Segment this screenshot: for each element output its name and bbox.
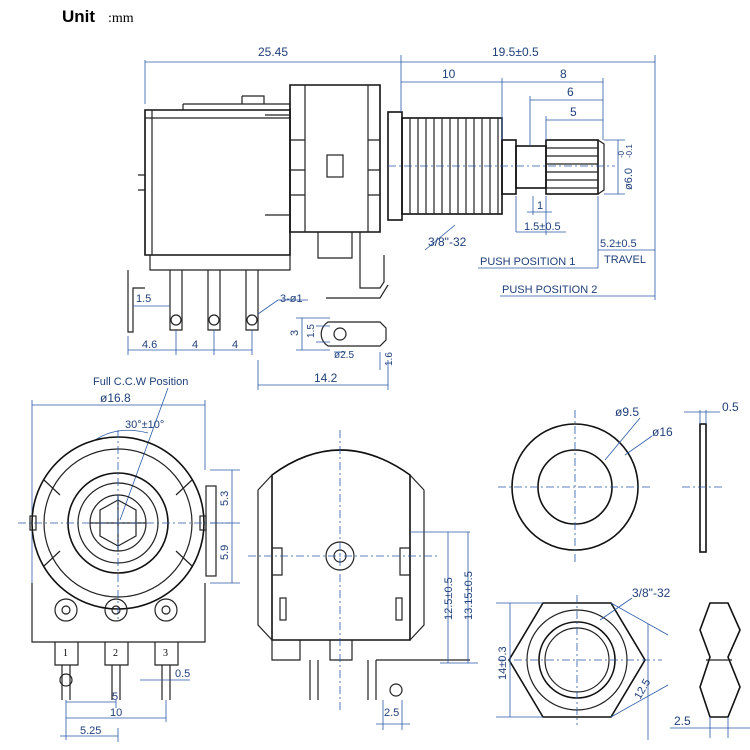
push-position-2: PUSH POSITION 2 bbox=[502, 284, 597, 296]
front-view: Full C.C.W Position ø16.8 30°±10° 1 2 3 … bbox=[18, 376, 240, 742]
dim-shaft-dia: ø6.0 bbox=[623, 168, 635, 190]
dim-shaft-tol-bottom: -0.1 bbox=[625, 144, 634, 158]
dim-10: 10 bbox=[110, 707, 122, 719]
dim-overall-body: 25.45 bbox=[258, 45, 288, 59]
dim-1315: 13.15±0.5 bbox=[463, 571, 475, 620]
nut-thickness: 2.5 bbox=[674, 714, 691, 728]
dim-lug-15: 1.5 bbox=[306, 324, 317, 338]
dim-pin-start: 1.5 bbox=[136, 293, 151, 305]
travel-label: TRAVEL bbox=[604, 254, 646, 266]
nut-thread: 3/8"-32 bbox=[632, 586, 671, 600]
nut-flats: 12.5 bbox=[632, 677, 653, 702]
dim-5: 5 bbox=[112, 691, 118, 703]
dim-pin-holes: 3-ø1 bbox=[280, 293, 303, 305]
washer-outer: ø16 bbox=[652, 425, 673, 439]
dim-8: 8 bbox=[560, 67, 567, 81]
dim-knurl-offset: 1.5±0.5 bbox=[524, 221, 561, 233]
dim-thread: 3/8"-32 bbox=[428, 235, 467, 249]
rear-view: 12.5±0.5 13.15±0.5 2.5 bbox=[248, 430, 478, 730]
unit-value: :mm bbox=[108, 11, 134, 26]
washer: ø9.5 ø16 0.5 bbox=[498, 400, 739, 565]
pin-2: 2 bbox=[113, 648, 118, 659]
dim-angle: 30°±10° bbox=[125, 419, 164, 431]
dim-pitch-46: 4.6 bbox=[142, 339, 157, 351]
push-position-1: PUSH POSITION 1 bbox=[480, 256, 575, 268]
dim-lug-hole: ø2.5 bbox=[334, 350, 354, 361]
dim-1: 1 bbox=[537, 200, 543, 212]
dim-bushing: 10 bbox=[442, 67, 456, 81]
dim-lug-reach: 14.2 bbox=[314, 371, 338, 385]
nut: 3/8"-32 14±0.3 12.5 2.5 bbox=[496, 586, 750, 740]
dim-lug-16: 1.6 bbox=[384, 352, 395, 366]
dim-05: 0.5 bbox=[175, 668, 190, 680]
dim-shaft-tol-top: -0 bbox=[617, 150, 626, 158]
dim-59: 5.9 bbox=[219, 545, 231, 560]
washer-thickness: 0.5 bbox=[722, 400, 739, 414]
dim-shaft-total: 19.5±0.5 bbox=[492, 45, 539, 59]
dim-5: 5 bbox=[570, 105, 577, 119]
dim-pitch-4b: 4 bbox=[232, 339, 238, 351]
side-view: 25.45 19.5±0.5 10 8 6 5 ø6.0 -0 -0.1 1 1… bbox=[127, 45, 656, 390]
dim-525: 5.25 bbox=[80, 725, 101, 737]
ccw-label: Full C.C.W Position bbox=[93, 376, 188, 388]
pin-3: 3 bbox=[163, 648, 168, 659]
dim-body-dia: ø16.8 bbox=[100, 391, 131, 405]
washer-inner: ø9.5 bbox=[615, 405, 639, 419]
dim-25: 2.5 bbox=[384, 707, 399, 719]
dim-6: 6 bbox=[567, 85, 574, 99]
unit-label: Unit bbox=[62, 7, 95, 26]
dim-travel: 5.2±0.5 bbox=[600, 238, 637, 250]
dim-53: 5.3 bbox=[219, 491, 231, 506]
dim-pitch-4a: 4 bbox=[192, 339, 198, 351]
pin-1: 1 bbox=[63, 648, 68, 659]
dim-lug-3: 3 bbox=[289, 330, 301, 336]
nut-height: 14±0.3 bbox=[497, 646, 509, 680]
dim-125: 12.5±0.5 bbox=[443, 577, 455, 620]
